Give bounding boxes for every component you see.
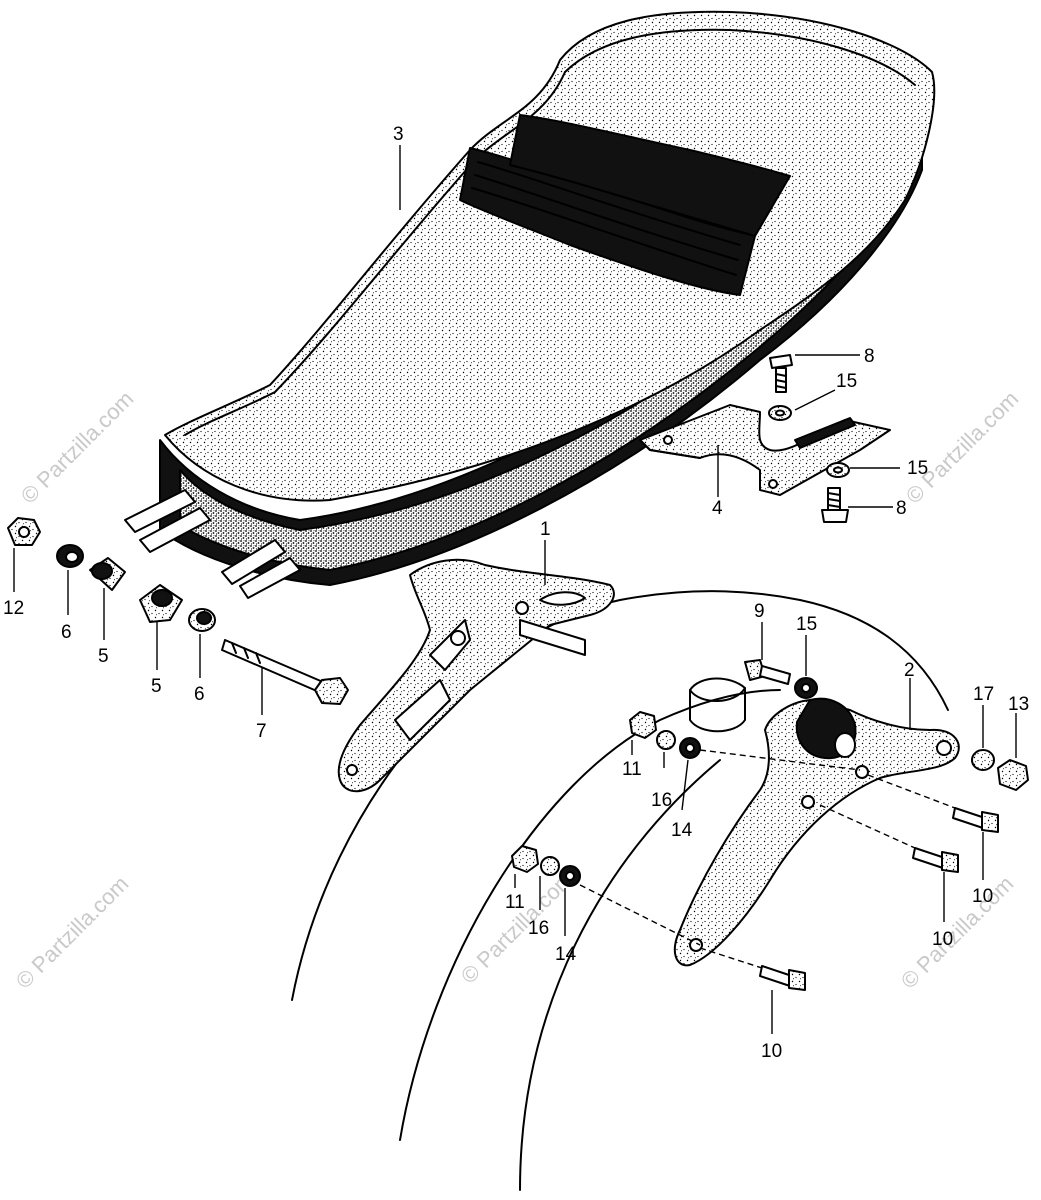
callout-2: 2 [904, 660, 915, 681]
rear-fender-outline [291, 590, 949, 1191]
watermark-right: © Partzilla.com [901, 386, 1024, 509]
callout-10a: 10 [972, 886, 993, 907]
seat-part [124, 10, 936, 599]
callout-14b: 14 [555, 944, 577, 965]
callout-labels: 1 2 3 4 5 5 6 6 7 8 8 9 10 10 10 11 11 1… [3, 124, 1029, 1062]
rear-bracket-part [673, 677, 960, 967]
watermark-bottom-left: © Partzilla.com [11, 871, 134, 994]
hardware-group [7, 354, 1029, 991]
callout-12: 12 [3, 598, 24, 619]
watermark-left: © Partzilla.com [16, 386, 139, 509]
callout-5a: 5 [98, 646, 109, 667]
callout-13: 13 [1008, 694, 1029, 715]
watermark-bottom-right: © Partzilla.com [896, 871, 1019, 994]
callout-15b: 15 [907, 458, 928, 479]
callout-10b: 10 [932, 929, 953, 950]
callout-8a: 8 [864, 346, 875, 367]
callout-9: 9 [754, 601, 765, 622]
front-bracket-part [337, 558, 615, 793]
callout-6b: 6 [194, 684, 205, 705]
callout-14a: 14 [671, 820, 693, 841]
callout-15a: 15 [836, 371, 857, 392]
callout-4: 4 [712, 498, 723, 519]
callout-7: 7 [256, 721, 267, 742]
callout-10c: 10 [761, 1041, 782, 1062]
callout-15c: 15 [796, 614, 817, 635]
callout-6a: 6 [61, 622, 72, 643]
callout-16b: 16 [528, 918, 549, 939]
callout-8b: 8 [896, 498, 907, 519]
leader-lines [13, 145, 1017, 1034]
watermark-bottom-center: © Partzilla.com [456, 866, 579, 989]
callout-11a: 11 [622, 759, 642, 780]
callout-11b: 11 [505, 892, 525, 913]
callout-1: 1 [540, 519, 551, 540]
seat-stay-bracket-part [639, 404, 891, 496]
callout-16a: 16 [651, 790, 672, 811]
callout-17: 17 [973, 684, 994, 705]
callout-5b: 5 [151, 676, 162, 697]
callout-3: 3 [393, 124, 404, 145]
